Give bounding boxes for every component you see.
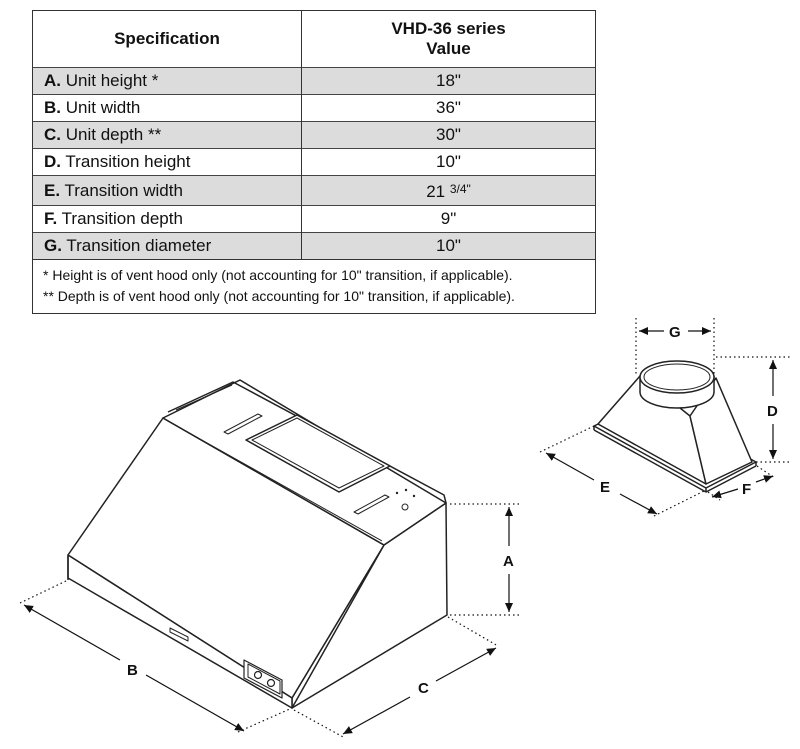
table-row: G. Transition diameter 10" [33, 232, 595, 259]
table-row: C. Unit depth ** 30" [33, 121, 595, 149]
spec-table-grid: Specification VHD-36 series Value A. Uni… [33, 11, 595, 259]
header-specification: Specification [33, 11, 302, 68]
table-row: A. Unit height * 18" [33, 67, 595, 95]
dimension-label-d: D [767, 403, 778, 420]
spec-cell: E. Transition width [33, 175, 302, 206]
table-row: B. Unit width 36" [33, 94, 595, 122]
spec-cell: G. Transition diameter [33, 232, 302, 259]
table-footnotes: * Height is of vent hood only (not accou… [33, 259, 595, 313]
spec-cell: F. Transition depth [33, 205, 302, 233]
hood-dimension-lines [19, 503, 520, 739]
footnote-depth: ** Depth is of vent hood only (not accou… [43, 288, 515, 304]
transition-duct-opening [639, 360, 715, 394]
spec-cell: D. Transition height [33, 148, 302, 176]
dimension-label-b: B [127, 662, 138, 679]
value-cell: 18" [301, 67, 595, 95]
transition-dimension-lines [539, 318, 790, 517]
spec-cell: C. Unit depth ** [33, 121, 302, 149]
spec-cell: B. Unit width [33, 94, 302, 122]
value-cell: 30" [301, 121, 595, 149]
hood-top-cutout [245, 414, 391, 493]
dimension-label-c: C [418, 680, 429, 697]
table-row: E. Transition width 21 3/4" [33, 175, 595, 206]
spec-table: Specification VHD-36 series Value A. Uni… [32, 10, 596, 314]
dimension-label-a: A [503, 553, 514, 570]
value-cell: 10" [301, 232, 595, 259]
value-fraction: 3/4" [449, 182, 471, 196]
dimension-label-f: F [742, 481, 751, 498]
hood-control-panel [243, 659, 283, 699]
value-cell: 10" [301, 148, 595, 176]
vent-hood-drawing [67, 379, 448, 709]
control-knob-icon [253, 670, 263, 680]
hood-logo-badge [169, 627, 189, 642]
header-series: VHD-36 series Value [302, 11, 596, 68]
value-cell: 9" [301, 205, 595, 233]
dimension-label-g: G [669, 324, 681, 341]
control-knob-icon [266, 678, 276, 688]
value-cell: 21 3/4" [301, 175, 595, 206]
header-value: Value [426, 39, 471, 58]
footnote-height: * Height is of vent hood only (not accou… [43, 267, 513, 283]
spec-cell: A. Unit height * [33, 67, 302, 95]
dimension-label-e: E [600, 479, 610, 496]
value-cell: 36" [301, 94, 595, 122]
transition-drawing [593, 360, 757, 493]
table-header-row: Specification VHD-36 series Value [33, 11, 595, 68]
table-row: F. Transition depth 9" [33, 205, 595, 233]
table-row: D. Transition height 10" [33, 148, 595, 176]
header-series-name: VHD-36 series [391, 19, 506, 38]
